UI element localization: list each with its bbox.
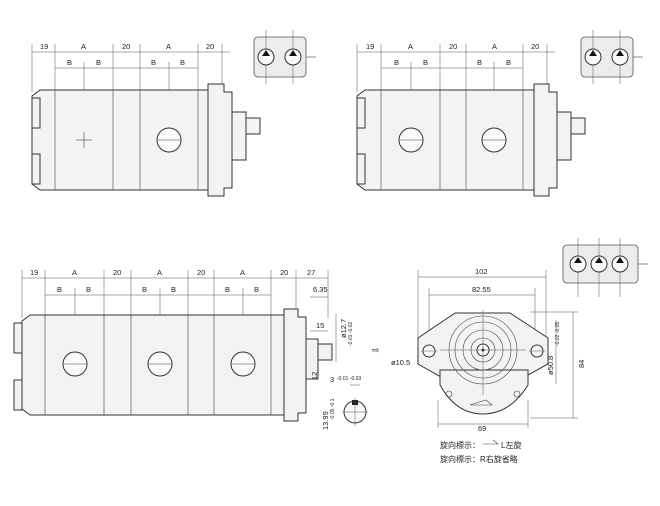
dim-b: B <box>67 58 72 67</box>
dim-b: B <box>394 58 399 67</box>
rotation-left-arrow-icon <box>483 439 499 445</box>
flange-outline <box>417 310 549 415</box>
dim-chain-top-right: 19 A 20 A 20 B B B B <box>356 42 555 92</box>
dim-20: 20 <box>449 42 457 51</box>
shaft-dimensions: 15 ø12.7 -0.01 -0.02 12 3 -0.01 -0.03 13… <box>310 314 368 430</box>
dim-3: 3 <box>330 375 334 384</box>
dim-chain-bottom: 19 A 20 A 20 A 20 27 6.35 B B B B B B <box>21 268 329 318</box>
dim-10-5: ø10.5 <box>391 358 410 367</box>
dim-b: B <box>423 58 428 67</box>
dim-50-8: ø50.8 <box>546 356 555 375</box>
dim-102: 102 <box>475 267 488 276</box>
dim-b: B <box>96 58 101 67</box>
rotation-arrow-icon <box>469 399 493 406</box>
dim-19: 19 <box>40 42 48 51</box>
dim-69: 69 <box>478 424 486 433</box>
dim-b: B <box>506 58 511 67</box>
arrow-to-front-view: ⇨ <box>372 345 380 355</box>
dim-13-99-tolerance: -0.05 -0.1 <box>330 398 336 420</box>
hydraulic-symbol-double <box>580 30 643 84</box>
dim-15: 15 <box>316 321 324 330</box>
dim-b: B <box>151 58 156 67</box>
hydraulic-symbol-double <box>253 30 316 84</box>
dim-12-7: ø12.7 <box>339 319 348 338</box>
dim-50-8-tolerance: -0.02 -0.05 <box>555 322 561 346</box>
view-double-pump-right: 19 A 20 A 20 B B B B <box>356 30 643 197</box>
dim-19: 19 <box>366 42 374 51</box>
rotation-note-right: 旋向標示：R右旋省略 <box>440 454 518 464</box>
dim-a: A <box>240 268 245 277</box>
dim-13-99: 13.99 <box>321 411 330 430</box>
view-triple-pump: 19 A 20 A 20 A 20 27 6.35 B B B B B B <box>13 268 380 430</box>
pump-body <box>31 83 261 197</box>
dim-b: B <box>86 285 91 294</box>
dim-a: A <box>81 42 86 51</box>
dim-b: B <box>142 285 147 294</box>
pump-body <box>356 83 586 197</box>
dim-a: A <box>492 42 497 51</box>
dim-a: A <box>166 42 171 51</box>
dim-b: B <box>225 285 230 294</box>
dim-82-55: 82.55 <box>472 285 491 294</box>
dim-b: B <box>254 285 259 294</box>
rotation-note-left-value: L左旋 <box>501 440 521 450</box>
dim-20: 20 <box>206 42 214 51</box>
dim-20: 20 <box>280 268 288 277</box>
dim-a: A <box>408 42 413 51</box>
dim-84: 84 <box>577 360 586 368</box>
dim-b: B <box>57 285 62 294</box>
dim-a: A <box>157 268 162 277</box>
dim-a: A <box>72 268 77 277</box>
dim-3-tolerance: -0.01 -0.03 <box>337 376 361 382</box>
rotation-note-left-label: 旋向標示： <box>440 440 480 450</box>
dim-b: B <box>171 285 176 294</box>
pump-body <box>13 308 333 422</box>
rotation-notes: 旋向標示： L左旋 旋向標示：R右旋省略 <box>440 439 521 464</box>
dim-20: 20 <box>531 42 539 51</box>
dim-19: 19 <box>30 268 38 277</box>
dim-b: B <box>180 58 185 67</box>
dim-6-35: 6.35 <box>313 285 328 294</box>
view-front-flange: 102 82.55 69 84 ø50.8 -0.02 -0.05 ø10.5 <box>391 238 648 464</box>
view-double-pump-left: 19 A 20 A 20 B B B B <box>31 30 316 197</box>
dim-20: 20 <box>113 268 121 277</box>
hydraulic-symbol-triple <box>562 238 648 297</box>
dim-27: 27 <box>307 268 315 277</box>
dim-20: 20 <box>197 268 205 277</box>
dim-b: B <box>477 58 482 67</box>
dim-12-7-tolerance: -0.01 -0.02 <box>348 322 354 346</box>
dim-20: 20 <box>122 42 130 51</box>
dim-12: 12 <box>310 372 319 380</box>
dim-chain-top-left: 19 A 20 A 20 B B B B <box>31 42 230 148</box>
